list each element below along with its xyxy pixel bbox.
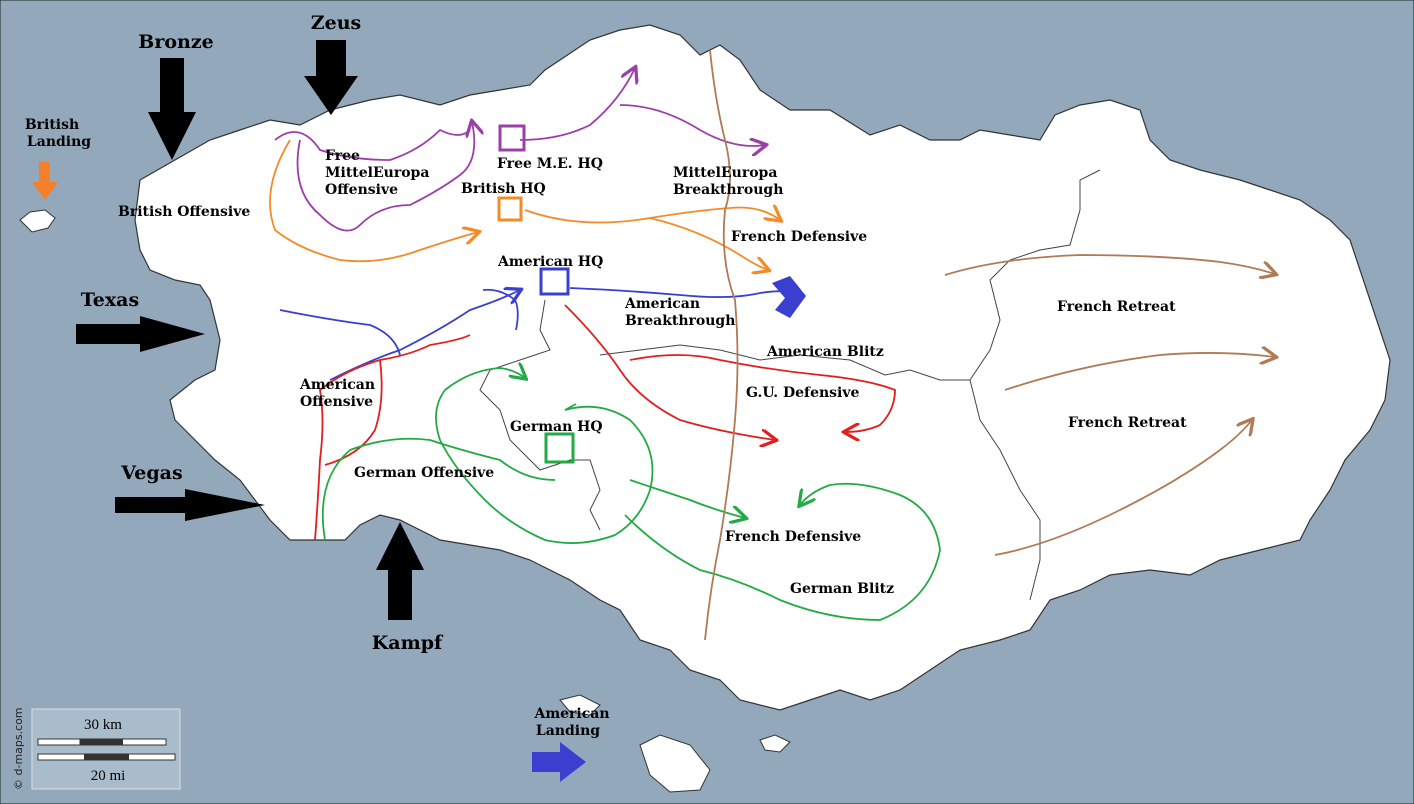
- american-arrows: [279, 288, 791, 381]
- island-south-small: [759, 734, 791, 753]
- label-free-me-offensive-3: Offensive: [325, 182, 398, 198]
- label-american-blitz: American Blitz: [766, 344, 884, 360]
- bronze-arrow: [148, 58, 196, 160]
- label-british-landing-2: Landing: [27, 134, 91, 150]
- american-landing-arrow: [532, 742, 586, 782]
- label-german-offensive: German Offensive: [354, 465, 494, 481]
- label-american-hq: American HQ: [497, 254, 603, 270]
- label-british-offensive: British Offensive: [118, 204, 250, 220]
- american-breakthrough-big-arrow: [772, 276, 806, 318]
- label-me-breakthrough-2: Breakthrough: [673, 182, 783, 198]
- french-arrows: [704, 49, 1275, 641]
- label-british-hq: British HQ: [461, 181, 546, 197]
- label-french-defensive-south: French Defensive: [725, 529, 861, 545]
- german-hq-marker: [544, 432, 575, 464]
- label-free-me-hq: Free M.E. HQ: [497, 156, 603, 172]
- label-bronze: Bronze: [138, 31, 213, 53]
- label-me-breakthrough-1: MittelEuropa: [673, 165, 777, 181]
- island-southwest: [559, 694, 601, 716]
- free-me-arrows: [274, 68, 765, 232]
- kampf-arrow: [376, 522, 424, 620]
- label-british-landing-1: British: [25, 117, 79, 133]
- scale-km-label: 30 km: [84, 717, 122, 733]
- label-american-breakthrough-1: American: [624, 296, 700, 312]
- german-arrows: [321, 368, 941, 621]
- label-american-landing-2: Landing: [536, 723, 600, 739]
- label-american-landing-1: American: [533, 706, 609, 722]
- label-free-me-offensive-1: Free: [325, 148, 360, 164]
- american-red-arrows: [314, 304, 896, 541]
- label-american-offensive-1: American: [299, 377, 375, 393]
- label-german-hq: German HQ: [510, 419, 603, 435]
- zeus-arrow: [304, 40, 358, 115]
- free-me-hq-marker: [498, 124, 526, 152]
- british-landing-arrow: [32, 162, 58, 200]
- label-german-blitz: German Blitz: [790, 581, 894, 597]
- vegas-arrow: [115, 489, 265, 521]
- label-zeus: Zeus: [311, 12, 361, 34]
- label-french-defensive-north: French Defensive: [731, 229, 867, 245]
- label-kampf: Kampf: [372, 632, 444, 654]
- island-west: [19, 209, 56, 233]
- british-offensive-arrow: [269, 139, 478, 263]
- label-american-breakthrough-2: Breakthrough: [625, 313, 735, 329]
- british-arrows: [269, 139, 780, 270]
- label-french-retreat-2: French Retreat: [1068, 415, 1187, 431]
- island-south: [639, 734, 711, 793]
- label-vegas: Vegas: [120, 462, 182, 484]
- label-american-offensive-2: Offensive: [300, 394, 373, 410]
- texas-arrow: [76, 316, 205, 352]
- label-free-me-offensive-2: MittelEuropa: [325, 165, 429, 181]
- scale-bar: 30 km 20 mi: [31, 708, 181, 790]
- label-gu-defensive: G.U. Defensive: [746, 385, 859, 401]
- british-hq-marker: [497, 196, 523, 222]
- label-texas: Texas: [81, 289, 139, 311]
- free-me-offensive-arrow: [274, 128, 471, 161]
- credit-text: © d-maps.com: [12, 707, 25, 790]
- scale-mi-label: 20 mi: [91, 768, 126, 784]
- american-hq-marker: [539, 267, 570, 296]
- internal-borders: [479, 169, 1101, 601]
- label-french-retreat-1: French Retreat: [1057, 299, 1176, 315]
- black-arrows: [76, 40, 424, 620]
